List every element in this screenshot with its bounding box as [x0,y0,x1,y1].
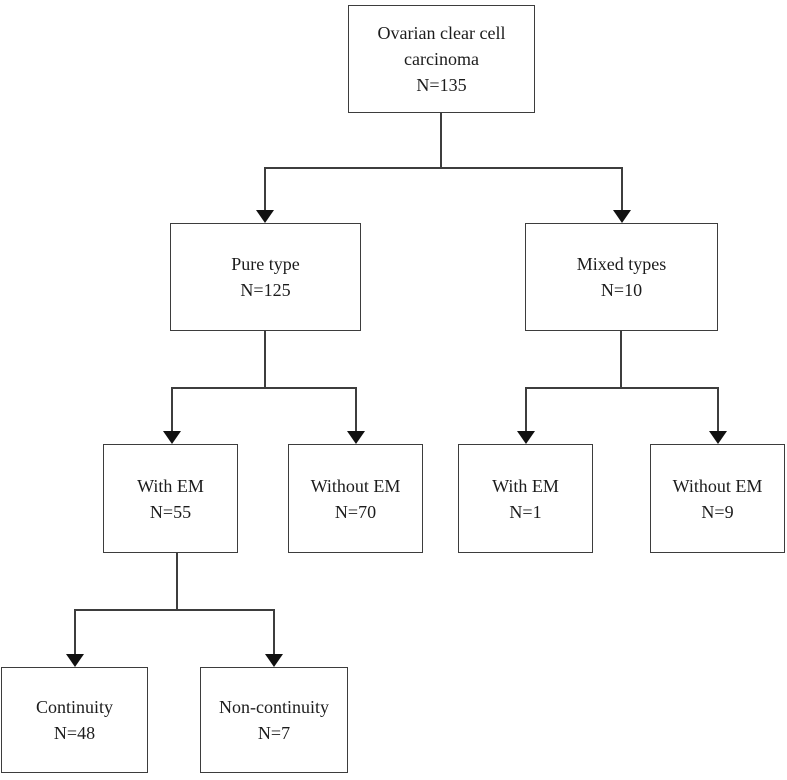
arrowhead-down-icon [709,431,727,444]
arrowhead-down-icon [347,431,365,444]
node-ovarian-clear-cell-carcinoma: Ovarian clear cell carcinoma N=135 [348,5,535,113]
node-count: N=55 [149,501,192,522]
connector-line [621,167,623,215]
arrowhead-down-icon [256,210,274,223]
node-count: N=70 [334,501,377,522]
node-label: Pure type [231,254,300,274]
node-count: N=7 [257,723,291,743]
arrowhead-down-icon [265,654,283,667]
node-label: Non-continuity [219,697,329,717]
node-label: Ovarian clear cell carcinoma [377,23,506,69]
node-count: N=135 [416,75,467,95]
connector-line [74,609,274,611]
connector-line [273,609,275,658]
connector-line [620,331,622,389]
node-label: With EM [137,475,204,496]
node-count: N=48 [53,723,96,743]
arrowhead-down-icon [517,431,535,444]
node-label: Mixed types [576,254,667,274]
node-count: N=1 [509,501,542,522]
arrowhead-down-icon [66,654,84,667]
node-mixed-without-em: Without EM N=9 [650,444,785,553]
connector-line [355,387,357,436]
connector-line [264,167,266,215]
node-non-continuity: Non-continuity N=7 [200,667,348,773]
node-mixed-types: Mixed types N=10 [525,223,718,331]
arrowhead-down-icon [613,210,631,223]
connector-line [74,609,76,658]
node-label: Continuity [35,697,113,717]
connector-line [264,331,266,389]
connector-line [176,553,178,611]
connector-line [264,167,623,169]
node-count: N=9 [701,501,734,522]
connector-line [717,387,719,436]
connector-line [440,113,442,169]
node-count: N=125 [240,280,291,300]
node-pure-type: Pure type N=125 [170,223,361,331]
node-mixed-with-em: With EM N=1 [458,444,593,553]
connector-line [171,387,357,389]
connector-line [525,387,719,389]
node-continuity: Continuity N=48 [1,667,148,773]
connector-line [171,387,173,436]
node-label: Without EM [672,475,763,496]
node-label: With EM [492,475,559,496]
node-count: N=10 [600,280,643,300]
connector-line [525,387,527,436]
arrowhead-down-icon [163,431,181,444]
node-pure-without-em: Without EM N=70 [288,444,423,553]
node-pure-with-em: With EM N=55 [103,444,238,553]
node-label: Without EM [310,475,401,496]
